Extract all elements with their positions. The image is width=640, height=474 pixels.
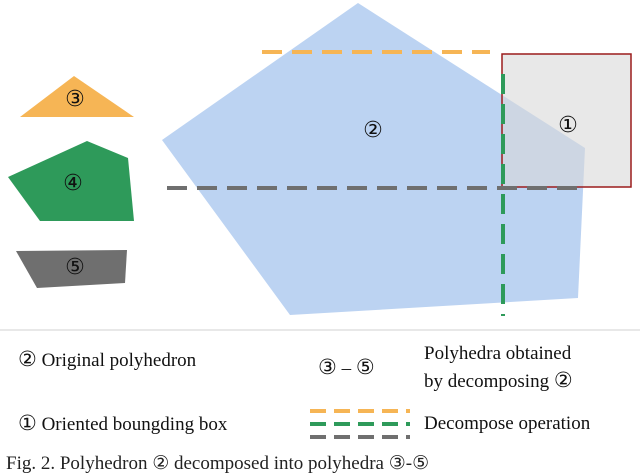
legend-original-label: Original polyhedron bbox=[41, 350, 197, 371]
legend-decomposed-line2: by decomposing ② bbox=[424, 369, 573, 393]
label-piece-3: ③ bbox=[65, 87, 85, 112]
label-piece-5: ⑤ bbox=[65, 255, 85, 280]
legend-decomposed-line1: Polyhedra obtained bbox=[424, 343, 572, 364]
legend-decomposed-dash: – bbox=[341, 358, 352, 379]
legend-decomposed-line2-text: by decomposing bbox=[424, 371, 550, 392]
legend-decomposed-line2-symbol: ② bbox=[553, 368, 573, 392]
label-original: ② bbox=[363, 118, 383, 143]
legend-operation-label: Decompose operation bbox=[424, 413, 591, 434]
original-polyhedron bbox=[162, 3, 585, 315]
polyhedron-4 bbox=[8, 141, 134, 221]
oriented-bounding-box bbox=[501, 53, 632, 188]
label-piece-4: ④ bbox=[63, 171, 83, 196]
caption-text: Fig. 2. Polyhedron ② decomposed into pol… bbox=[6, 453, 430, 474]
legend-decomposed-symbols: ③ – ⑤ bbox=[318, 356, 375, 380]
legend-decomposed-to: ⑤ bbox=[355, 355, 375, 379]
legend-decomposed-from: ③ bbox=[318, 355, 337, 379]
legend-obb-label: Oriented boungding box bbox=[41, 414, 228, 435]
legend-original: ② Original polyhedron bbox=[18, 348, 196, 372]
legend-obb: ① Oriented boungding box bbox=[18, 412, 227, 436]
polyhedron-3 bbox=[20, 76, 134, 117]
polyhedron-5 bbox=[16, 250, 127, 288]
legend-obb-symbol: ① bbox=[18, 411, 37, 435]
label-obb: ① bbox=[558, 113, 578, 138]
figure-caption: Fig. 2. Polyhedron ② decomposed into pol… bbox=[0, 440, 640, 474]
legend-original-symbol: ② bbox=[18, 347, 37, 371]
